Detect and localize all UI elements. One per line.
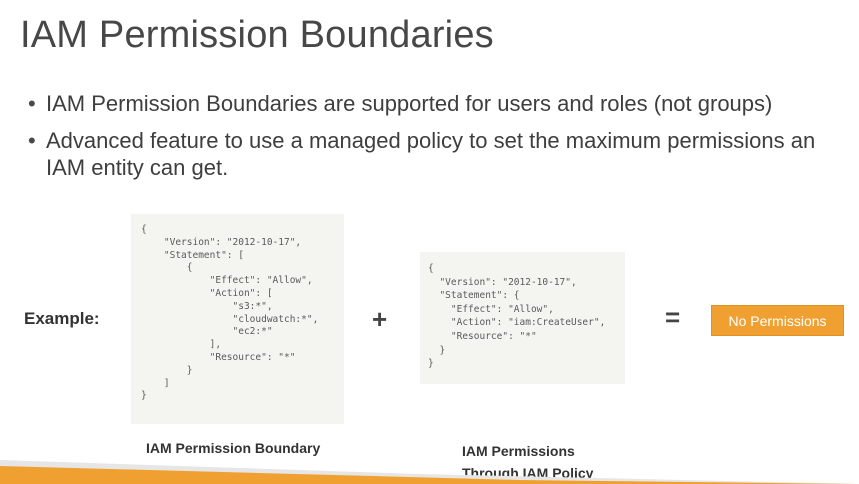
accent-stripe-decoration <box>0 460 859 484</box>
iam-policy-code: { "Version": "2012-10-17", "Statement": … <box>420 252 625 384</box>
policy-caption: IAM Permissions Through IAM Policy <box>462 440 622 484</box>
policy-caption-line2: Through IAM Policy <box>462 465 594 481</box>
plus-icon: + <box>372 304 388 334</box>
result-badge: No Permissions <box>711 305 844 336</box>
example-label: Example: <box>24 309 100 328</box>
bullet-text: Advanced feature to use a managed policy… <box>46 128 816 180</box>
bullet-dot-icon: • <box>28 91 36 116</box>
slide-title: IAM Permission Boundaries <box>20 14 494 56</box>
accent-stripe-gray <box>0 460 859 484</box>
bullet-list: • IAM Permission Boundaries are supporte… <box>28 90 848 191</box>
bullet-text: IAM Permission Boundaries are supported … <box>46 91 773 116</box>
bullet-item: • IAM Permission Boundaries are supporte… <box>28 90 848 117</box>
accent-stripe-orange <box>0 466 859 484</box>
bullet-dot-icon: • <box>28 128 36 153</box>
boundary-policy-code: { "Version": "2012-10-17", "Statement": … <box>131 214 344 424</box>
result-label: No Permissions <box>728 312 827 329</box>
boundary-caption: IAM Permission Boundary <box>146 440 321 456</box>
equals-icon: = <box>665 302 681 332</box>
policy-caption-line1: IAM Permissions <box>462 443 575 459</box>
bullet-item: • Advanced feature to use a managed poli… <box>28 127 848 181</box>
